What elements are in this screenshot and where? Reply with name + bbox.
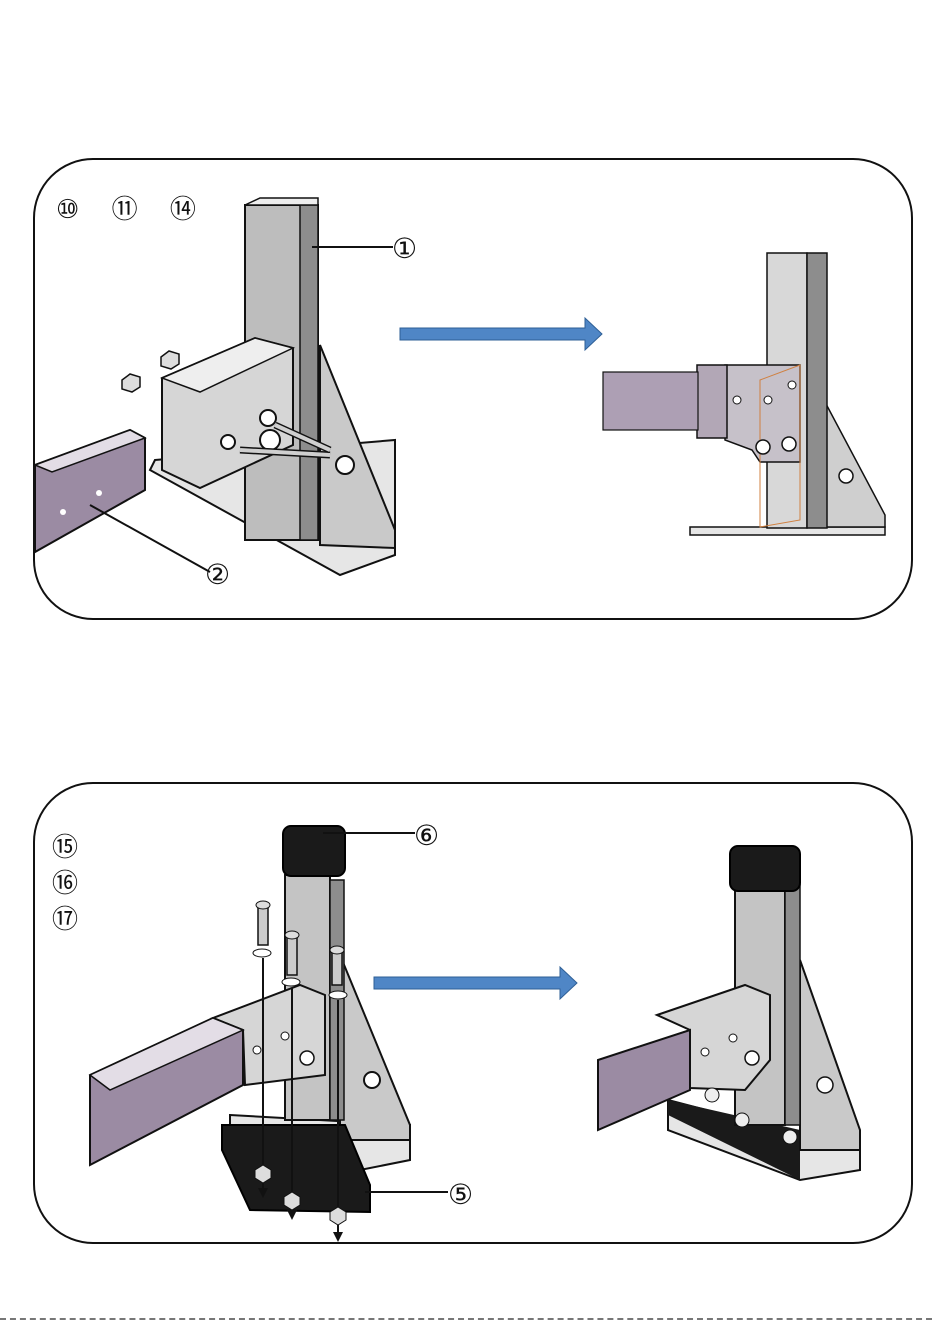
arrow-right-icon bbox=[374, 967, 577, 999]
bolt-icon bbox=[285, 931, 299, 975]
bolt-icon bbox=[256, 901, 270, 945]
assembled-cap bbox=[730, 846, 800, 891]
callout-cap: ⑥ bbox=[414, 819, 439, 852]
assembled-gusset bbox=[800, 960, 860, 1150]
washer-icon bbox=[282, 978, 300, 986]
washer-icon bbox=[329, 991, 347, 999]
washer-icon bbox=[735, 1113, 749, 1127]
bolt-icon bbox=[330, 946, 344, 985]
washer-icon bbox=[253, 949, 271, 957]
callout-plate: ⑤ bbox=[448, 1178, 473, 1211]
washer-icon bbox=[705, 1088, 719, 1102]
page-edge-dashed-line bbox=[0, 1318, 932, 1320]
washer-icon bbox=[783, 1130, 797, 1144]
